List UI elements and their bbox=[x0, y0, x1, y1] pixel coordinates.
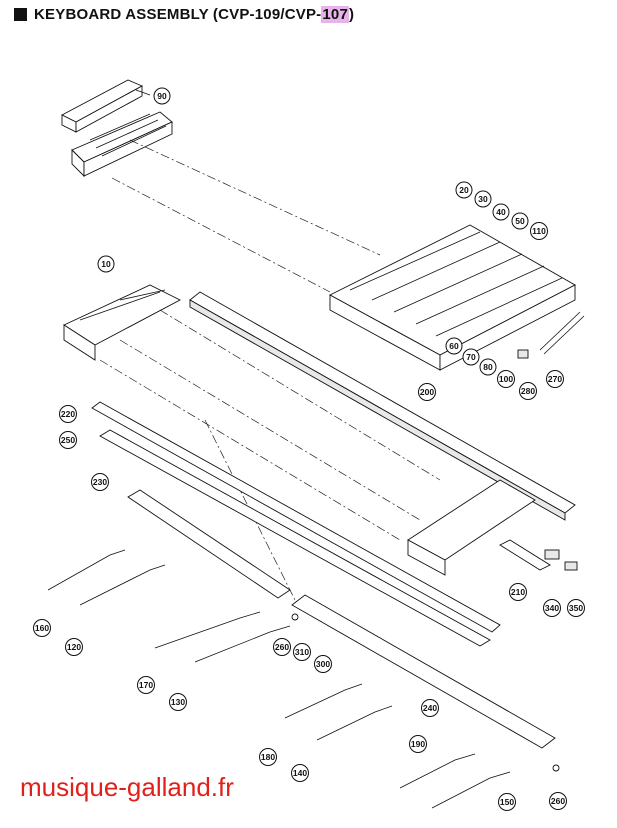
callout-190: 190 bbox=[409, 735, 427, 753]
svg-text:230: 230 bbox=[93, 477, 107, 487]
callout-120: 120 bbox=[65, 638, 83, 656]
part-220-strip bbox=[91, 401, 501, 633]
callout-80: 80 bbox=[479, 358, 497, 376]
svg-text:100: 100 bbox=[499, 374, 513, 384]
svg-text:270: 270 bbox=[548, 374, 562, 384]
callout-60: 60 bbox=[445, 337, 463, 355]
callout-140: 140 bbox=[291, 764, 309, 782]
screw-260b bbox=[552, 764, 560, 772]
svg-text:140: 140 bbox=[293, 768, 307, 778]
callout-230: 230 bbox=[91, 473, 109, 491]
svg-text:300: 300 bbox=[316, 659, 330, 669]
part-200-rail bbox=[189, 291, 576, 521]
svg-text:340: 340 bbox=[545, 603, 559, 613]
callout-150: 150 bbox=[498, 793, 516, 811]
svg-text:120: 120 bbox=[67, 642, 81, 652]
svg-text:30: 30 bbox=[478, 194, 488, 204]
callouts: 90 20 30 40 50 110 10 60 70 80 100 280 2… bbox=[33, 87, 585, 811]
callout-270: 270 bbox=[546, 370, 564, 388]
callout-110: 110 bbox=[530, 222, 548, 240]
part-350 bbox=[564, 561, 578, 571]
callout-90: 90 bbox=[153, 87, 171, 105]
part-210 bbox=[499, 539, 551, 571]
svg-text:170: 170 bbox=[139, 680, 153, 690]
callout-260a: 260 bbox=[273, 638, 291, 656]
svg-text:210: 210 bbox=[511, 587, 525, 597]
title-suffix: ) bbox=[349, 6, 355, 23]
svg-text:240: 240 bbox=[423, 703, 437, 713]
svg-text:250: 250 bbox=[61, 435, 75, 445]
title-highlight: 107 bbox=[321, 6, 350, 23]
hammer-group bbox=[47, 549, 511, 809]
part-270-rods bbox=[539, 311, 585, 355]
svg-text:130: 130 bbox=[171, 697, 185, 707]
svg-text:110: 110 bbox=[532, 226, 546, 236]
svg-text:160: 160 bbox=[35, 623, 49, 633]
callout-180: 180 bbox=[259, 748, 277, 766]
svg-text:70: 70 bbox=[466, 352, 476, 362]
callout-30: 30 bbox=[474, 190, 492, 208]
callout-280: 280 bbox=[519, 382, 537, 400]
callout-240: 240 bbox=[421, 699, 439, 717]
callout-100: 100 bbox=[497, 370, 515, 388]
callout-350: 350 bbox=[567, 599, 585, 617]
callout-130: 130 bbox=[169, 693, 187, 711]
svg-text:150: 150 bbox=[500, 797, 514, 807]
title-square-icon bbox=[14, 8, 27, 21]
svg-text:220: 220 bbox=[61, 409, 75, 419]
svg-text:180: 180 bbox=[261, 752, 275, 762]
callout-300: 300 bbox=[314, 655, 332, 673]
svg-text:280: 280 bbox=[521, 386, 535, 396]
callout-210: 210 bbox=[509, 583, 527, 601]
callout-260b: 260 bbox=[549, 792, 567, 810]
part-340 bbox=[544, 549, 560, 560]
frame-right bbox=[407, 479, 536, 576]
key-block-left bbox=[71, 111, 173, 178]
callout-200: 200 bbox=[418, 383, 436, 401]
callout-50: 50 bbox=[511, 212, 529, 230]
callout-160: 160 bbox=[33, 619, 51, 637]
callout-170: 170 bbox=[137, 676, 155, 694]
callout-250a: 250 bbox=[59, 431, 77, 449]
part-90-key bbox=[61, 79, 151, 133]
svg-text:190: 190 bbox=[411, 739, 425, 749]
svg-text:80: 80 bbox=[483, 362, 493, 372]
callout-340: 340 bbox=[543, 599, 561, 617]
svg-text:20: 20 bbox=[459, 185, 469, 195]
callout-20: 20 bbox=[455, 181, 473, 199]
part-230-plate bbox=[127, 489, 291, 599]
svg-text:260: 260 bbox=[551, 796, 565, 806]
screw-260a bbox=[291, 613, 299, 621]
svg-text:50: 50 bbox=[515, 216, 525, 226]
title-main: KEYBOARD ASSEMBLY (CVP-109/CVP- bbox=[34, 6, 322, 23]
svg-text:200: 200 bbox=[420, 387, 434, 397]
svg-text:310: 310 bbox=[295, 647, 309, 657]
part-240-plate bbox=[291, 594, 556, 749]
svg-text:40: 40 bbox=[496, 207, 506, 217]
callout-310: 310 bbox=[293, 643, 311, 661]
callout-10: 10 bbox=[97, 255, 115, 273]
svg-text:260: 260 bbox=[275, 642, 289, 652]
svg-text:350: 350 bbox=[569, 603, 583, 613]
callout-40: 40 bbox=[492, 203, 510, 221]
callout-220: 220 bbox=[59, 405, 77, 423]
svg-text:60: 60 bbox=[449, 341, 459, 351]
page-title: KEYBOARD ASSEMBLY (CVP-109/CVP-107) bbox=[14, 6, 354, 23]
part-10-frame-left bbox=[63, 284, 181, 361]
part-280 bbox=[517, 349, 529, 359]
svg-text:90: 90 bbox=[157, 91, 167, 101]
part-250-strip bbox=[99, 429, 491, 647]
callout-70: 70 bbox=[462, 348, 480, 366]
watermark: musique-galland.fr bbox=[20, 772, 234, 802]
key-block-right bbox=[329, 224, 576, 371]
svg-text:10: 10 bbox=[101, 259, 111, 269]
